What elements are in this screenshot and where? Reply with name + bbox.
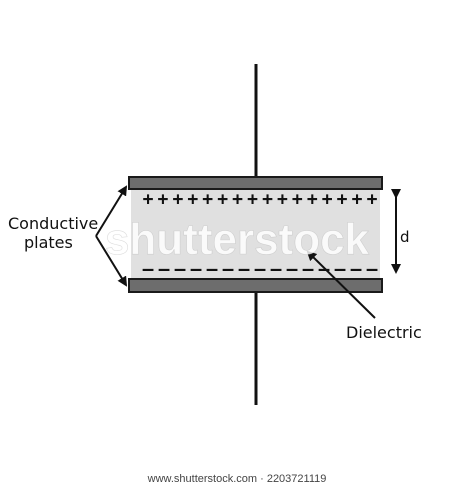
negative-charge: –: [175, 259, 186, 280]
positive-charge: +: [202, 189, 213, 210]
positive-charge: +: [337, 189, 348, 210]
conductive-arrow-top: [95, 185, 128, 237]
negative-charge: –: [335, 259, 346, 280]
positive-charge: +: [352, 189, 363, 210]
negative-charge: –: [303, 259, 314, 280]
positive-charge: +: [322, 189, 333, 210]
positive-charge: +: [143, 189, 154, 210]
footer-text: www.shutterstock.com · 2203721119: [147, 473, 327, 485]
negative-charge: –: [319, 259, 330, 280]
positive-charge: +: [217, 189, 228, 210]
positive-charge: +: [307, 189, 318, 210]
negative-charge: –: [239, 259, 250, 280]
negative-charges: –––––––––––––––: [143, 259, 378, 280]
dielectric-label: Dielectric: [346, 323, 422, 342]
conductive-arrow-bottom: [95, 235, 128, 287]
negative-charge: –: [351, 259, 362, 280]
negative-charge: –: [255, 259, 266, 280]
negative-charge: –: [223, 259, 234, 280]
negative-charge: –: [287, 259, 298, 280]
negative-charge: –: [159, 259, 170, 280]
positive-charges: ++++++++++++++++: [143, 189, 378, 210]
dielectric-arrow: [306, 250, 376, 319]
positive-charge: +: [247, 189, 258, 210]
distance-label: d: [400, 228, 410, 246]
positive-charge: +: [232, 189, 243, 210]
positive-charge: +: [262, 189, 273, 210]
positive-charge: +: [157, 189, 168, 210]
negative-charge: –: [367, 259, 378, 280]
negative-charge: –: [207, 259, 218, 280]
top-plate: [128, 176, 383, 190]
negative-charge: –: [271, 259, 282, 280]
positive-charge: +: [277, 189, 288, 210]
positive-charge: +: [172, 189, 183, 210]
conductive-label-line1: Conductive: [8, 214, 98, 233]
negative-charge: –: [191, 259, 202, 280]
positive-charge: +: [367, 189, 378, 210]
negative-charge: –: [143, 259, 154, 280]
positive-charge: +: [187, 189, 198, 210]
watermark-text: shutterstock: [105, 215, 370, 264]
bottom-plate: [128, 278, 383, 293]
dielectric-region: [131, 188, 380, 279]
conductive-label-line2: plates: [24, 233, 73, 252]
positive-charge: +: [292, 189, 303, 210]
